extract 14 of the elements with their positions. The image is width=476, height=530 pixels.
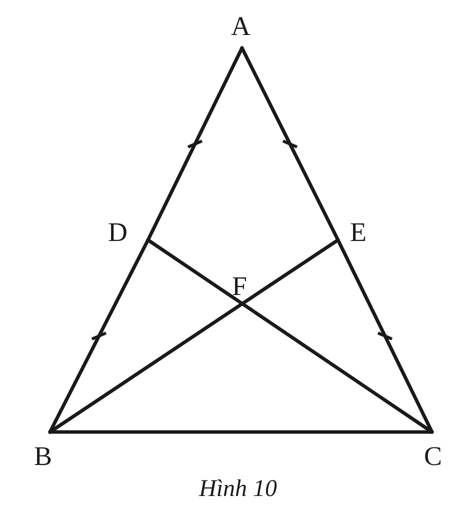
figure-caption: Hình 10 <box>198 476 278 503</box>
line-segment <box>48 302 244 434</box>
point-label: D <box>108 218 128 246</box>
line-segment <box>146 46 244 242</box>
line-segment <box>240 302 434 434</box>
point-label: C <box>424 442 442 470</box>
line-segment <box>48 430 434 434</box>
line-segment <box>240 238 340 306</box>
point-label: F <box>232 272 248 300</box>
point-label: A <box>231 12 250 40</box>
line-segment <box>146 238 244 306</box>
line-segment <box>240 46 340 242</box>
point-label: B <box>34 442 52 470</box>
point-label: E <box>350 218 366 246</box>
